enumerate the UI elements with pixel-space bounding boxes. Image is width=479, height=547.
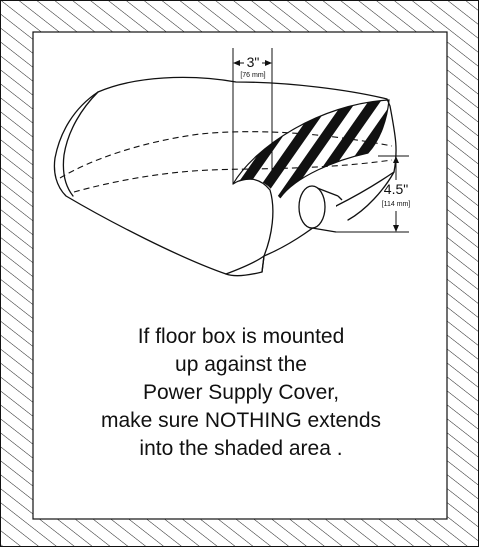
height-dimension-imperial: 4.5": [384, 181, 408, 197]
instruction-line: Power Supply Cover,: [142, 381, 340, 404]
instruction-line: make sure NOTHING extends: [100, 409, 382, 432]
instruction-line: If floor box is mounted: [137, 325, 345, 348]
power-supply-cover: [298, 185, 343, 233]
instruction-line: into the shaded area .: [139, 437, 343, 460]
floor-box-outline: [53, 76, 397, 277]
height-dimension: [336, 155, 409, 233]
instruction-text: If floor box is mounted up against the P…: [30, 323, 452, 463]
width-dimension-metric: [76 mm]: [240, 72, 265, 79]
width-arrow-right: [265, 60, 272, 66]
floor-box-bottom-edge: [225, 255, 265, 275]
height-dimension-metric: [114 mm]: [382, 201, 411, 208]
height-arrow-bottom: [393, 225, 399, 232]
height-arrow-top: [393, 156, 399, 163]
instruction-line: up against the: [175, 353, 307, 376]
hidden-edge-lines: [59, 131, 393, 193]
width-dimension-imperial: 3": [247, 54, 260, 70]
floor-box-end-seam: [62, 91, 99, 197]
width-arrow-left: [233, 60, 240, 66]
width-dimension: [232, 48, 273, 184]
